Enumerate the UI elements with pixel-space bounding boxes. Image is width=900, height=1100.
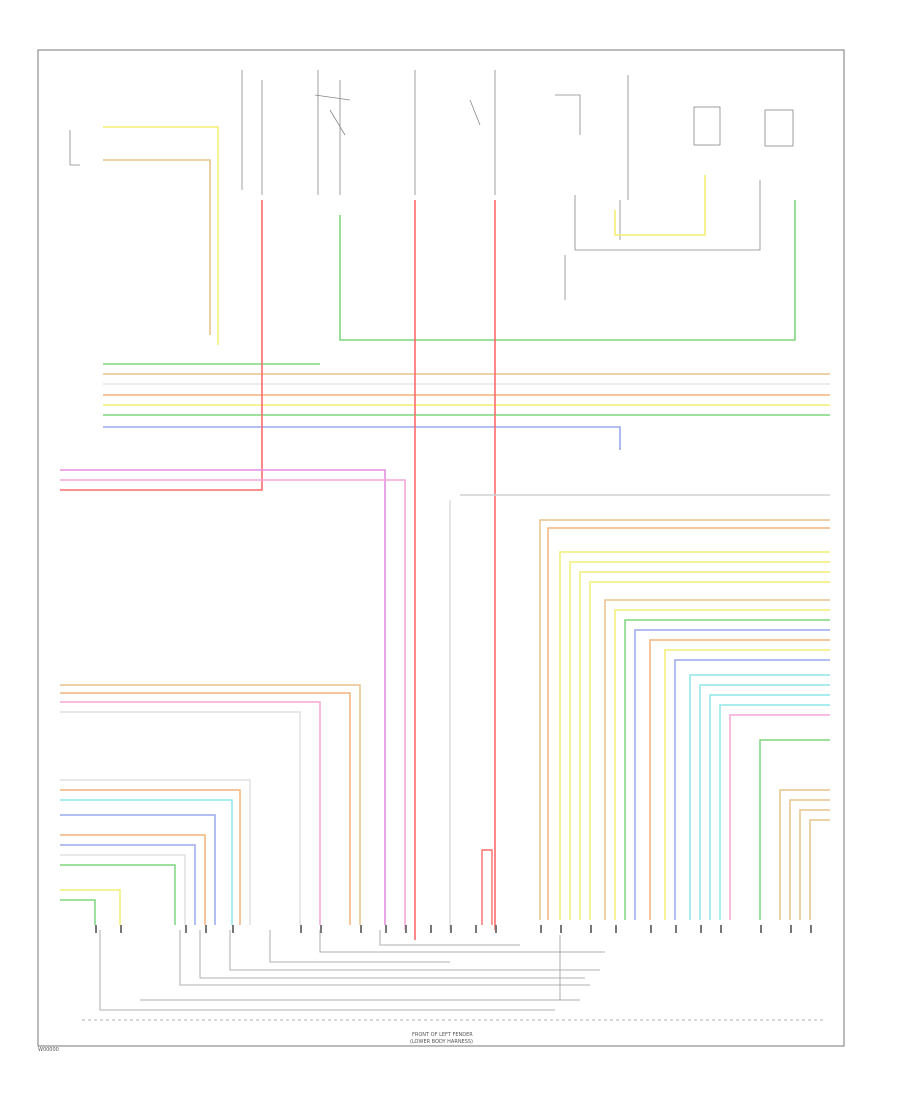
wire-blue-1	[103, 426, 621, 450]
top-component-group	[69, 70, 794, 300]
ground-wires	[82, 930, 825, 1021]
vertical-wires	[60, 200, 830, 940]
figure-code: W00000	[38, 1047, 59, 1053]
right-harness-wires	[539, 519, 830, 920]
horizontal-wires	[103, 126, 830, 450]
wire-pink-1	[60, 479, 406, 930]
wire-red-loop	[481, 849, 493, 925]
wire-green-loop	[339, 200, 796, 341]
left-lower-wires	[60, 684, 361, 925]
wire-tan-top	[103, 159, 211, 335]
wire-magenta-1	[60, 469, 386, 925]
wire-red-1	[60, 200, 263, 491]
wire-yellow-loop	[614, 175, 706, 236]
bottom-caption-line1: FRONT OF LEFT FENDER	[412, 1032, 473, 1038]
bottom-caption-line2: (LOWER BODY HARNESS)	[410, 1039, 474, 1045]
relay-box-1	[693, 106, 721, 146]
wire-yellow-top	[103, 126, 219, 345]
relay-box-2	[764, 109, 794, 147]
connector-pin-row	[95, 925, 812, 933]
diagram-border	[37, 49, 845, 1047]
